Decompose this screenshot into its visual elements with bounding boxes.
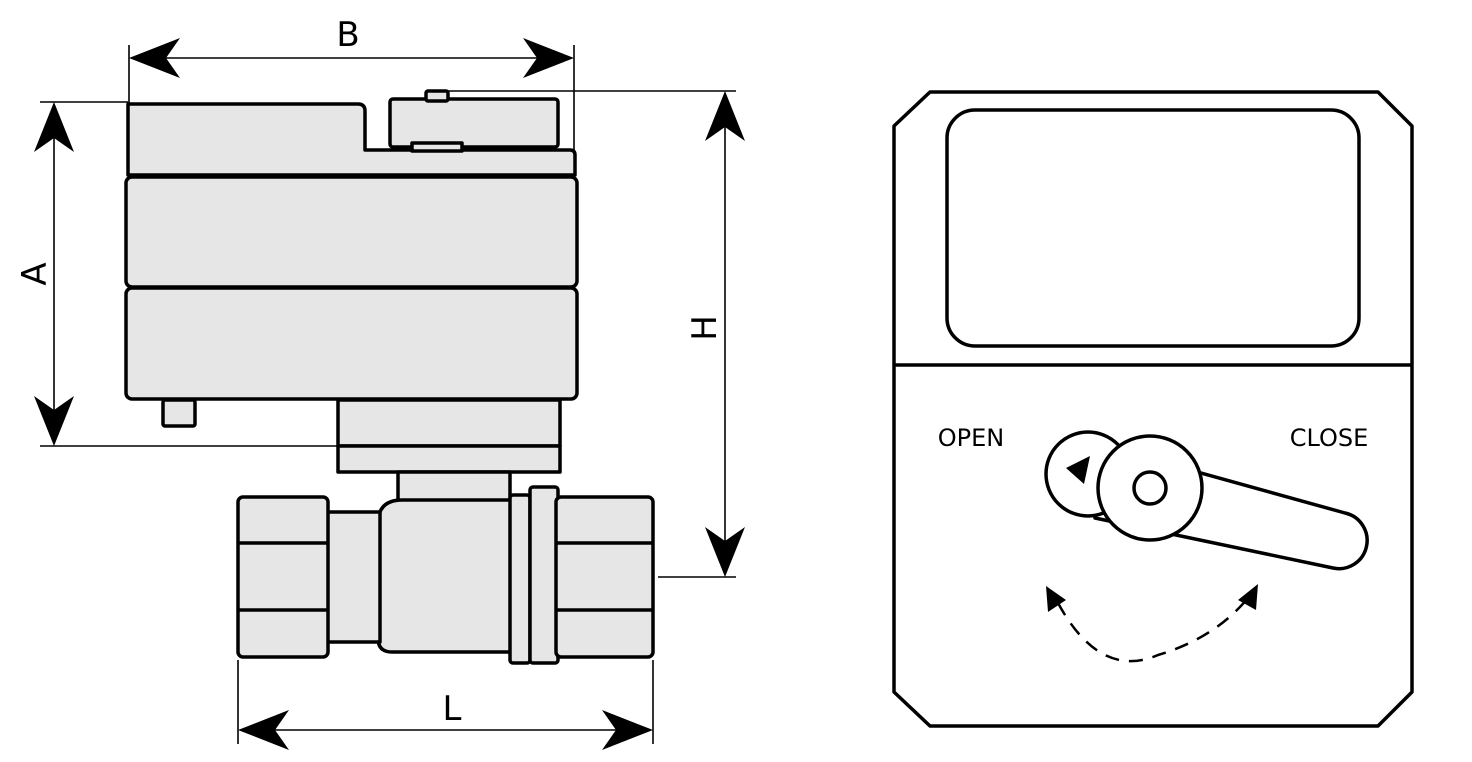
valve-body <box>236 470 655 665</box>
right-nut <box>554 495 655 659</box>
actuator-body <box>124 89 579 474</box>
direction-indicator-icon <box>1066 456 1090 484</box>
arrowhead <box>34 102 74 152</box>
arrowhead <box>705 527 745 577</box>
dimension-b: B <box>128 15 575 150</box>
lever-handle <box>1044 430 1369 571</box>
arrowhead <box>34 396 74 446</box>
arrowhead <box>705 91 745 141</box>
dimension-label-h: H <box>685 315 725 341</box>
dimension-h: H <box>440 90 745 578</box>
lever-knob <box>1096 434 1204 542</box>
button-stem <box>410 141 464 153</box>
arrowhead <box>129 38 180 78</box>
label-window <box>945 108 1361 348</box>
actuator-lower-housing <box>124 286 579 401</box>
coupling-lower <box>336 444 562 474</box>
close-label: CLOSE <box>1290 424 1369 452</box>
left-pipe-neck <box>324 510 382 644</box>
dimension-label-b: B <box>336 15 359 55</box>
button-pin <box>424 89 450 103</box>
union-ring-1 <box>508 493 532 665</box>
actuator-middle-housing <box>124 175 579 289</box>
dimension-label-l: L <box>443 689 462 729</box>
actuator-top-cover <box>126 102 577 177</box>
manual-override-button <box>388 97 560 149</box>
arrowhead <box>238 710 289 750</box>
dimension-a: A <box>15 101 338 447</box>
coupling-upper <box>336 398 562 448</box>
open-label: OPEN <box>938 424 1004 452</box>
front-view: OPEN CLOSE <box>892 90 1414 728</box>
rotation-arrow-icon <box>1046 584 1258 663</box>
valve-central-body <box>376 498 514 654</box>
lever-pivot <box>1132 470 1168 506</box>
dimension-l: L <box>237 660 654 750</box>
arrowhead <box>602 710 653 750</box>
actuator-pin <box>161 398 197 428</box>
dimension-label-a: A <box>15 262 55 285</box>
union-ring-2 <box>528 485 560 665</box>
arrowhead <box>523 38 574 78</box>
left-nut <box>236 495 330 659</box>
front-panel-outline <box>892 90 1414 728</box>
